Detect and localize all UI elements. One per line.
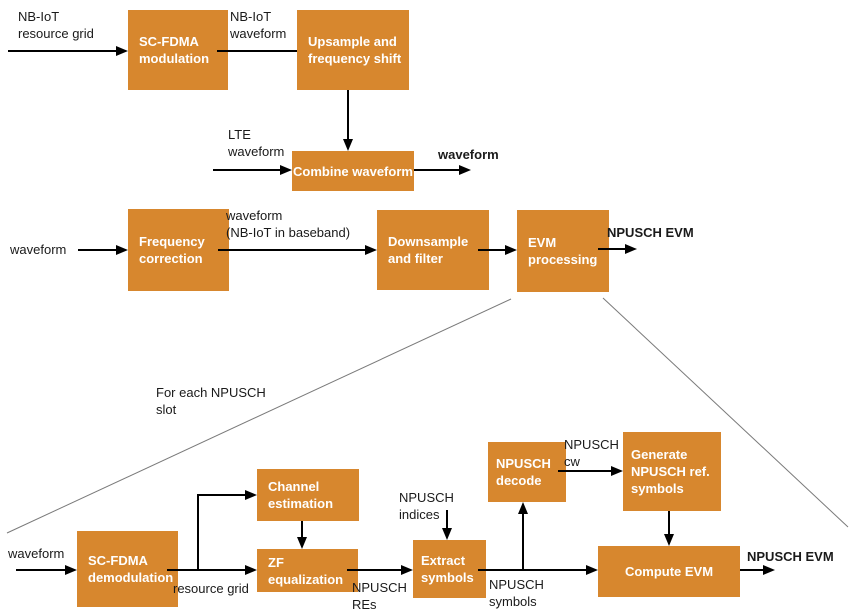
arrowhead-into-zf-top <box>297 537 307 549</box>
block-zf-equalization: ZF equalization <box>257 549 358 592</box>
arrowhead-ref-into-compute-evm <box>664 534 674 546</box>
arrowhead-into-extract <box>401 565 413 575</box>
connector-extract-to-compute-evm <box>478 569 587 571</box>
block-evm-processing: EVM processing <box>517 210 609 292</box>
connector-branch-up-to-channel-est <box>197 494 199 571</box>
block-downsample-filter: Downsample and filter <box>377 210 489 290</box>
connector-channel-est-to-zf <box>301 521 303 538</box>
label-lte-waveform: LTE waveform <box>228 127 285 159</box>
connector-evm-to-output <box>598 248 626 250</box>
arrowhead-indices-into-extract <box>442 528 452 540</box>
block-label: SC-FDMA demodulation <box>88 553 174 585</box>
connector-combine-to-output <box>414 169 460 171</box>
block-label: Combine waveform <box>293 163 413 179</box>
block-label: NPUSCH decode <box>496 456 551 488</box>
label-waveform-nbiot-baseband: waveform (NB-IoT in baseband) <box>226 208 351 240</box>
connector-zf-to-extract <box>347 569 402 571</box>
label-nbiot-waveform: NB-IoT waveform <box>230 9 287 41</box>
connector-compute-evm-to-output <box>740 569 764 571</box>
block-frequency-correction: Frequency correction <box>128 209 229 291</box>
arrowhead-into-channel-est <box>245 490 257 500</box>
connector-freq-correction-to-downsample <box>218 249 366 251</box>
connector-downsample-to-evm <box>478 249 506 251</box>
block-label: Generate NPUSCH ref. symbols <box>631 447 710 496</box>
block-generate-ref-symbols: Generate NPUSCH ref. symbols <box>623 432 721 511</box>
arrowhead-combine-output <box>459 165 471 175</box>
block-npusch-decode: NPUSCH decode <box>488 442 566 502</box>
block-compute-evm: Compute EVM <box>598 546 740 597</box>
block-channel-estimation: Channel estimation <box>257 469 359 521</box>
arrowhead-into-downsample <box>365 245 377 255</box>
arrowhead-into-freq-correction <box>116 245 128 255</box>
label-npusch-evm-out-bottom: NPUSCH EVM <box>747 549 834 564</box>
block-label: EVM processing <box>528 235 598 267</box>
label-npusch-symbols: NPUSCH symbols <box>489 577 544 609</box>
label-resource-grid: resource grid <box>173 581 249 596</box>
block-extract-symbols: Extract symbols <box>413 540 486 598</box>
block-sc-fdma-modulation: SC-FDMA modulation <box>128 10 228 90</box>
arrowhead-into-zf <box>245 565 257 575</box>
block-label: Frequency correction <box>139 234 205 266</box>
arrowhead-into-scfdma-demod <box>65 565 77 575</box>
block-combine-waveform: Combine waveform <box>292 151 414 191</box>
block-label: Compute EVM <box>624 564 714 579</box>
block-upsample-frequency-shift: Upsample and frequency shift <box>297 10 409 90</box>
label-for-each-npusch-slot: For each NPUSCH slot <box>156 385 266 417</box>
arrowhead-into-generate-ref <box>611 466 623 476</box>
connector-symbols-up-to-decode <box>522 514 524 571</box>
arrowhead-into-evm-processing <box>505 245 517 255</box>
block-label: Upsample and frequency shift <box>308 34 402 66</box>
arrowhead-compute-evm-output <box>763 565 775 575</box>
arrowhead-into-scfdma-mod <box>116 46 128 56</box>
arrowhead-into-decode <box>518 502 528 514</box>
block-label: SC-FDMA modulation <box>139 34 210 66</box>
label-waveform-in-analysis: waveform <box>10 242 67 257</box>
label-npusch-evm-out-top: NPUSCH EVM <box>607 225 694 240</box>
connector-input-to-freq-correction <box>78 249 117 251</box>
connector-branch-to-channel-est <box>198 494 246 496</box>
arrowhead-into-compute-evm <box>586 565 598 575</box>
arrowhead-lte-into-combine <box>280 165 292 175</box>
connector-decode-to-generate-ref <box>558 470 612 472</box>
arrowhead-evm-output <box>625 244 637 254</box>
block-label: Downsample and filter <box>388 234 469 266</box>
block-label: ZF equalization <box>268 554 344 587</box>
label-combined-waveform-out: waveform <box>438 147 499 162</box>
label-waveform-in-detail: waveform <box>8 546 65 561</box>
label-npusch-indices: NPUSCH indices <box>399 490 454 522</box>
block-label: Channel estimation <box>268 479 334 511</box>
connector-lte-to-combine <box>213 169 281 171</box>
connector-upsample-to-combine <box>347 90 349 139</box>
arrowhead-into-combine <box>343 139 353 151</box>
connector-demod-to-zf <box>167 569 246 571</box>
connector-generate-ref-to-compute-evm <box>668 511 670 535</box>
connector-indices-to-extract <box>446 510 448 529</box>
label-npusch-res: NPUSCH REs <box>352 580 407 611</box>
block-sc-fdma-demodulation: SC-FDMA demodulation <box>77 531 178 607</box>
connector-input-to-scfdma-demod <box>16 569 66 571</box>
block-label: Extract symbols <box>421 553 474 585</box>
label-nbiot-resource-grid: NB-IoT resource grid <box>18 9 94 41</box>
connector-scfdma-mod-to-upsample <box>217 50 297 52</box>
connector-input-to-scfdma-mod <box>8 50 117 52</box>
label-npusch-cw: NPUSCH cw <box>564 437 619 469</box>
